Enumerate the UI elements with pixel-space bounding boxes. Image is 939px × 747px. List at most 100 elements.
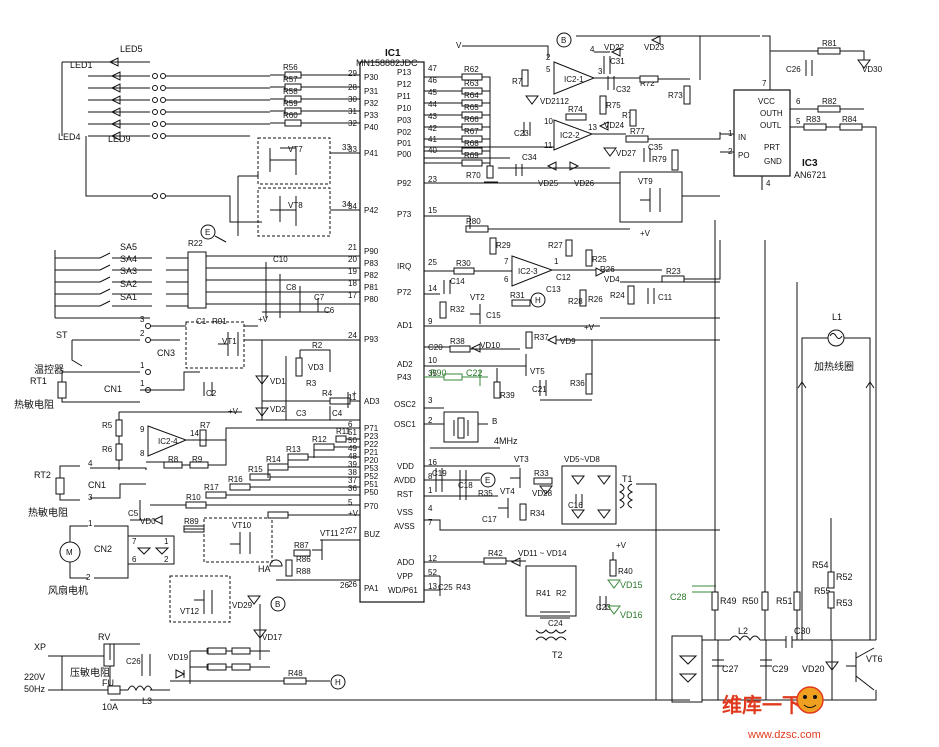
svg-text:R11: R11	[336, 427, 351, 436]
svg-text:M: M	[66, 548, 73, 557]
svg-text:2: 2	[164, 555, 169, 564]
svg-text:+V: +V	[640, 229, 651, 238]
svg-text:7: 7	[504, 257, 509, 266]
vd20-label: VD20	[802, 664, 825, 674]
svg-text:6: 6	[132, 555, 137, 564]
ic1-pin-num-15: 15	[428, 206, 437, 215]
ic1-part: MN158882JDC	[356, 58, 418, 68]
svg-text:R48: R48	[288, 669, 303, 678]
ic1-pin-num-34: 34	[348, 202, 357, 211]
ic2-3-section: R80 +V R29 R27 R25 IC2-3 76 1 R30 C14 C1…	[424, 215, 721, 319]
ic1-pin-label-p43: P43	[397, 373, 412, 382]
cn1-label: CN1	[104, 384, 122, 394]
rv-label: RV	[98, 632, 110, 642]
cn1b-label: CN1	[88, 480, 106, 490]
svg-text:VT5: VT5	[530, 367, 545, 376]
ic1-pin-label-ad1: AD1	[397, 321, 413, 330]
ic1-pin-num-25: 25	[428, 258, 437, 267]
svg-text:5: 5	[546, 65, 551, 74]
svg-text:R6: R6	[102, 445, 113, 454]
svg-text:R70: R70	[466, 171, 481, 180]
svg-text:C32: C32	[616, 85, 631, 94]
svg-text:C23: C23	[514, 129, 529, 138]
svg-text:+: +	[352, 389, 357, 398]
c27-label: C27	[722, 664, 739, 674]
svg-text:C2: C2	[206, 389, 217, 398]
svg-text:VT4: VT4	[500, 487, 515, 496]
svg-text:VD23: VD23	[644, 43, 665, 52]
svg-text:B: B	[492, 417, 497, 426]
svg-text:C6: C6	[324, 306, 335, 315]
ic1-pin-label-p02: P02	[397, 128, 412, 137]
svg-text:R67: R67	[464, 127, 479, 136]
ic1-pin-num-43: 43	[428, 112, 437, 121]
ic1-pin-num-37: 37	[348, 476, 357, 485]
ic1-name: IC1	[385, 48, 401, 59]
ic1-pin-num-42: 42	[428, 124, 437, 133]
heating-coil: L1 加热线圈	[797, 312, 875, 640]
svg-text:R14: R14	[266, 455, 281, 464]
svg-text:R82: R82	[822, 97, 837, 106]
rt1-section: RT1 热敏电阻 CN1 C2	[14, 371, 217, 411]
resistor-ladder: R12 R11 R13 R14 R15 R16 R17 R10	[150, 427, 360, 509]
ic1-pin-label-p11: P11	[397, 92, 411, 101]
svg-text:4: 4	[766, 179, 771, 188]
svg-text:R41: R41	[536, 589, 551, 598]
r55-label: R55	[814, 586, 831, 596]
ic1-pin-num-17: 17	[348, 291, 357, 300]
svg-text:1: 1	[140, 361, 145, 370]
svg-text:C34: C34	[522, 153, 537, 162]
svg-text:5: 5	[796, 117, 801, 126]
svg-text:VD0: VD0	[140, 517, 156, 526]
svg-text:IC2-2: IC2-2	[560, 131, 580, 140]
r54-label: R54	[812, 560, 829, 570]
svg-text:C14: C14	[450, 277, 465, 286]
svg-text:R90: R90	[430, 368, 447, 378]
svg-text:R56: R56	[283, 63, 298, 72]
svg-text:1: 1	[140, 379, 145, 388]
ic1-pin-num-8: 8	[428, 472, 433, 481]
svg-text:11: 11	[544, 141, 553, 150]
l2-label: L2	[738, 626, 748, 636]
rt1-label: RT1	[30, 376, 47, 386]
svg-text:R42: R42	[488, 549, 503, 558]
svg-text:R59: R59	[283, 99, 298, 108]
ic3-pin-prt: PRT	[764, 143, 780, 152]
ic1-pin-label-p00: P00	[397, 150, 412, 159]
svg-text:R71: R71	[512, 77, 527, 86]
ic1-pin-num-29: 29	[348, 69, 357, 78]
vt6-label: VT6	[866, 654, 883, 664]
svg-text:R57: R57	[283, 75, 298, 84]
ic1-pin-num-10: 10	[428, 356, 437, 365]
svg-text:R62: R62	[464, 65, 479, 74]
temp-controller-label: 温控器	[34, 363, 64, 376]
vt9-section: VT9	[424, 171, 720, 223]
svg-text:VD24: VD24	[604, 121, 625, 130]
svg-text:R9: R9	[192, 455, 203, 464]
svg-text:R35: R35	[478, 489, 493, 498]
svg-text:VD29: VD29	[232, 601, 253, 610]
svg-text:R16: R16	[228, 475, 243, 484]
ic1-pin-label-p12: P12	[397, 80, 412, 89]
ic1-pin-label-p42: P42	[364, 206, 379, 215]
ic1-pin-num-39: 39	[348, 460, 357, 469]
svg-text:R13: R13	[286, 445, 301, 454]
ic1-pin-num-36: 36	[348, 484, 357, 493]
led5-label: LED5	[120, 44, 143, 54]
ic1-pin-num-44: 44	[428, 100, 437, 109]
ic1-pin-label-p10: P10	[397, 104, 412, 113]
svg-text:13: 13	[588, 123, 597, 132]
svg-text:4: 4	[88, 459, 93, 468]
svg-text:B: B	[561, 36, 566, 45]
svg-text:+V: +V	[228, 407, 239, 416]
svg-text:C25: C25	[438, 583, 453, 592]
svg-text:R37: R37	[534, 333, 549, 342]
ic1-pin-label-irq: IRQ	[397, 262, 411, 271]
svg-text:R2: R2	[556, 589, 567, 598]
svg-text:R24: R24	[610, 291, 625, 300]
svg-text:34: 34	[342, 200, 351, 209]
svg-text:C1: C1	[196, 317, 207, 326]
